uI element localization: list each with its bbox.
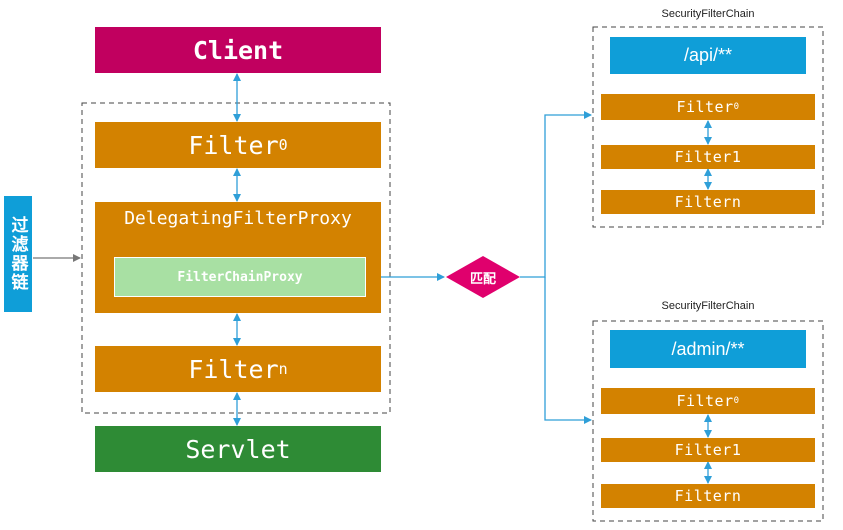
- connector-match-chain1: [520, 111, 592, 278]
- filter-last-label: Filter: [188, 354, 279, 384]
- chain2-title: SecurityFilterChain: [661, 300, 755, 312]
- filter-chain-proxy-box: FilterChainProxy: [114, 257, 366, 297]
- chain1-filter-0-label: Filter: [676, 98, 734, 116]
- side-label: 过滤器链: [8, 216, 28, 292]
- client-label: Client: [192, 35, 284, 65]
- chain2-filter-0-label: Filter: [676, 392, 734, 410]
- chain2-filter-0-sub: 0: [733, 396, 740, 406]
- chain1-filter-2: Filtern: [601, 190, 815, 214]
- chain2-filter-1-label: Filter1: [674, 441, 742, 459]
- chain1-pattern-box: /api/**: [610, 37, 806, 74]
- filter-first-label: Filter: [188, 130, 279, 160]
- chain1-filter-0-sub: 0: [733, 102, 740, 112]
- chain2-filter-2-label: Filtern: [674, 487, 742, 505]
- client-box: Client: [95, 27, 381, 73]
- delegating-filter-proxy-label: DelegatingFilterProxy: [124, 208, 352, 229]
- match-diamond: [446, 256, 520, 298]
- chain1-filter-2-label: Filtern: [674, 193, 742, 211]
- chain1-pattern-label: /api/**: [683, 45, 733, 65]
- chain1-filter-1-label: Filter1: [674, 148, 742, 166]
- filter-last-sub: n: [278, 360, 288, 378]
- chain2-filter-1: Filter1: [601, 438, 815, 462]
- chain2-pattern-label: /admin/**: [671, 338, 745, 359]
- match-label-box: 匹配: [446, 256, 520, 298]
- filter-chain-proxy-label: FilterChainProxy: [177, 269, 303, 285]
- security-chain-2-border: [592, 320, 824, 522]
- connector-match-chain2: [544, 277, 592, 424]
- side-label-box: 过滤器链: [4, 196, 32, 312]
- chain2-filter-2: Filtern: [601, 484, 815, 508]
- chain1-title: SecurityFilterChain: [661, 8, 755, 20]
- chain1-filter-1: Filter1: [601, 145, 815, 169]
- servlet-label: Servlet: [185, 434, 291, 464]
- match-label: 匹配: [469, 270, 496, 286]
- security-chain-1-border: [592, 26, 824, 228]
- filter-first-sub: 0: [278, 136, 288, 154]
- chain2-pattern-box: /admin/**: [610, 330, 806, 368]
- servlet-box: Servlet: [95, 426, 381, 472]
